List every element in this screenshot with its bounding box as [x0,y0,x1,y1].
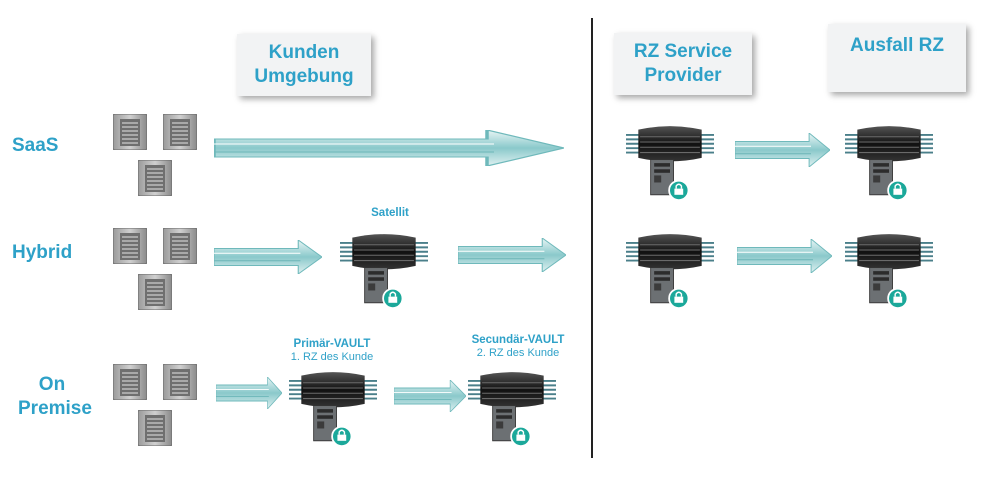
header-kunden-line1: Kunden [268,42,340,63]
header-kunden-umgebung: Kunden Umgebung [237,34,371,96]
row-label-saas: SaaS [12,135,59,156]
row-label-premise: Premise [18,398,92,419]
caption-primaer-vault: Primär-VAULT 1. RZ des Kunde [272,338,392,364]
header-kunden-line2: Umgebung [254,66,354,87]
caption-secundaer-title: Secundär-VAULT [471,334,565,346]
server-cluster-icon [113,228,205,316]
section-divider [591,18,593,458]
row-label-on-premise: On Premise [18,373,92,421]
vault-appliance-icon [289,371,377,448]
header-ausfall-line1: Ausfall RZ [850,35,944,56]
caption-primaer-sub: 1. RZ des Kunde [290,351,374,363]
caption-satellit-text: Satellit [371,207,409,219]
caption-primaer-title: Primär-VAULT [293,338,371,350]
vault-appliance-icon [845,125,933,202]
flow-arrow-icon [214,130,564,166]
server-cluster-icon [113,364,205,452]
flow-arrow-icon [214,240,322,274]
header-rz-line2: Provider [644,65,722,86]
server-cluster-icon [113,114,205,202]
row-label-on: On [38,374,66,395]
header-rz-line1: RZ Service [633,41,733,62]
flow-arrow-icon [216,377,282,409]
vault-appliance-icon [468,371,556,448]
vault-appliance-icon [845,233,933,310]
flow-arrow-icon [737,239,832,273]
vault-appliance-icon [626,233,714,310]
vault-appliance-icon [340,233,428,310]
flow-arrow-icon [735,133,830,167]
header-ausfall-rz: Ausfall RZ [828,24,966,92]
row-label-hybrid: Hybrid [12,242,73,263]
flow-arrow-icon [394,380,466,412]
vault-appliance-icon [626,125,714,202]
caption-secundaer-sub: 2. RZ des Kunde [476,347,560,359]
caption-secundaer-vault: Secundär-VAULT 2. RZ des Kunde [458,334,578,360]
caption-satellit: Satellit [350,207,430,220]
header-rz-service-provider: RZ Service Provider [614,33,752,95]
flow-arrow-icon [458,238,566,272]
